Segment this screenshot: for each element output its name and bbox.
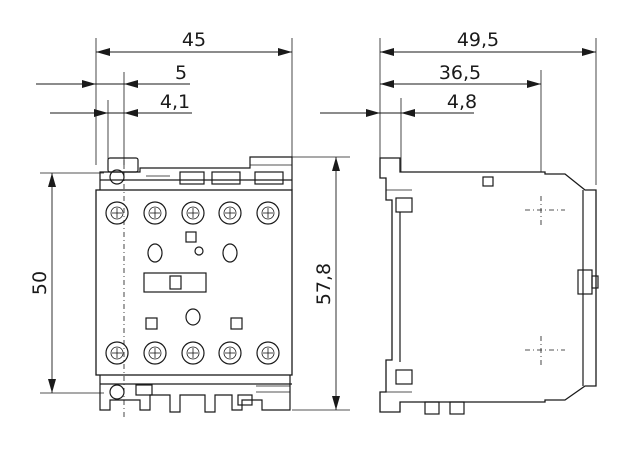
side-bottom-feet bbox=[412, 401, 545, 415]
bottom-cover bbox=[99, 375, 292, 413]
dim-hole-4-1: 4,1 bbox=[50, 91, 192, 117]
dim-label-45: 45 bbox=[182, 29, 206, 51]
din-rail-clip bbox=[386, 189, 413, 393]
top-cover bbox=[99, 156, 293, 190]
dim-offset-5: 5 bbox=[36, 62, 190, 88]
terminal-screw bbox=[256, 201, 280, 225]
terminal-screw bbox=[256, 341, 280, 365]
terminal-screw bbox=[181, 341, 205, 365]
dim-mount-36-5: 36,5 bbox=[380, 62, 541, 88]
dim-label-49-5: 49,5 bbox=[457, 29, 499, 51]
terminal-screw bbox=[105, 341, 129, 365]
terminal-screw bbox=[143, 201, 167, 225]
bottom-terminals bbox=[105, 341, 280, 365]
front-view: 45 5 4,1 50 bbox=[29, 29, 350, 418]
terminal-screw bbox=[218, 201, 242, 225]
dim-label-4-1: 4,1 bbox=[160, 91, 190, 113]
dim-label-4-8: 4,8 bbox=[447, 91, 477, 113]
terminal-screw bbox=[105, 201, 129, 225]
terminal-screw bbox=[218, 341, 242, 365]
bottom-mounting-hole bbox=[109, 384, 125, 400]
terminal-screw bbox=[143, 341, 167, 365]
dim-label-50: 50 bbox=[29, 271, 51, 295]
dim-rail-4-8: 4,8 bbox=[320, 91, 477, 117]
contactor-body bbox=[95, 189, 293, 376]
dim-depth-49-5: 49,5 bbox=[380, 29, 596, 56]
actuator-window bbox=[143, 272, 207, 293]
top-mounting-hole bbox=[109, 169, 125, 185]
dim-label-5: 5 bbox=[175, 62, 187, 84]
top-terminals bbox=[105, 201, 280, 225]
dim-height-57-8: 57,8 bbox=[292, 156, 350, 411]
front-face-details bbox=[143, 231, 243, 330]
side-view: 49,5 36,5 4,8 bbox=[320, 29, 599, 415]
terminal-screw bbox=[181, 201, 205, 225]
dim-height-50: 50 bbox=[29, 172, 104, 394]
dim-label-57-8: 57,8 bbox=[313, 263, 335, 305]
side-indicator bbox=[482, 176, 494, 187]
dim-width-45: 45 bbox=[96, 29, 292, 56]
dim-label-36-5: 36,5 bbox=[439, 62, 481, 84]
